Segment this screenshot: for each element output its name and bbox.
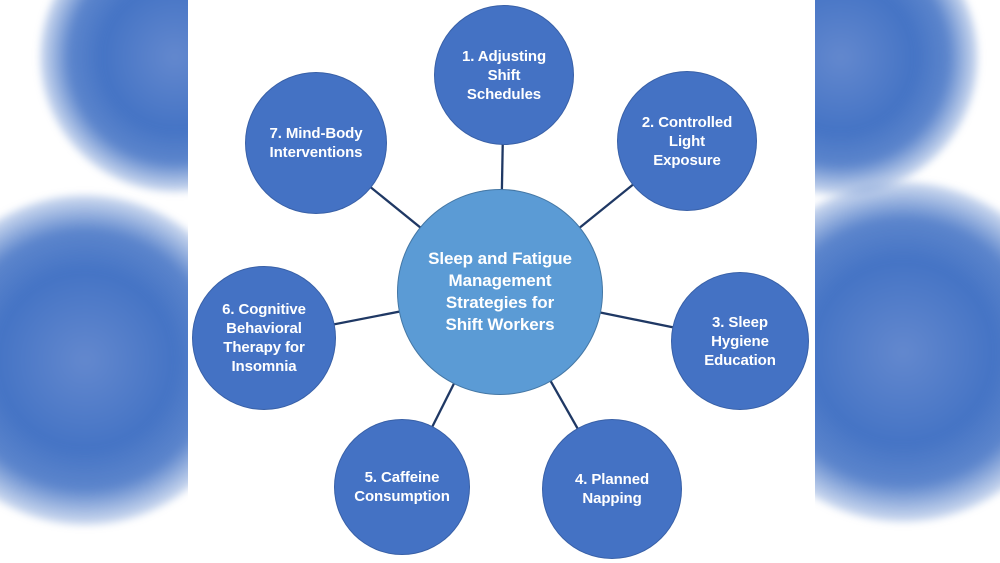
label-line: 3. Sleep [712,313,768,331]
label-line: Consumption [354,488,450,505]
label-line: Light [668,132,706,150]
label-line: 6. Cognitive [222,301,306,318]
label-line: 2. Controlled [641,113,733,131]
label-line: Hygiene [711,332,769,350]
label-line: 1. Adjusting [461,47,547,65]
blur-blob [0,195,188,525]
blurred-backdrop-right [815,0,1000,563]
label-line: 5. Caffeine [364,469,440,486]
blur-blob [815,182,1000,522]
label-line: Management [448,271,552,290]
label-line: Shift [487,66,521,84]
blur-blob [815,0,978,195]
label-line: Behavioral [226,320,302,337]
label-line: Interventions [269,144,363,161]
label-line: Exposure [653,151,721,169]
label-line: Education [704,351,776,369]
label-line: Schedules [466,85,542,103]
label-line: 4. Planned [574,471,650,488]
label-line: Strategies for [445,293,555,312]
label-line: Shift Workers [445,315,555,334]
label-line: Therapy for [223,339,305,356]
label-line: Napping [582,490,642,507]
label-line: Insomnia [231,358,297,375]
blurred-backdrop-left [0,0,188,563]
blur-blob [40,0,188,192]
label-line: Sleep and Fatigue [428,249,572,268]
label-line: 7. Mind-Body [269,125,363,142]
